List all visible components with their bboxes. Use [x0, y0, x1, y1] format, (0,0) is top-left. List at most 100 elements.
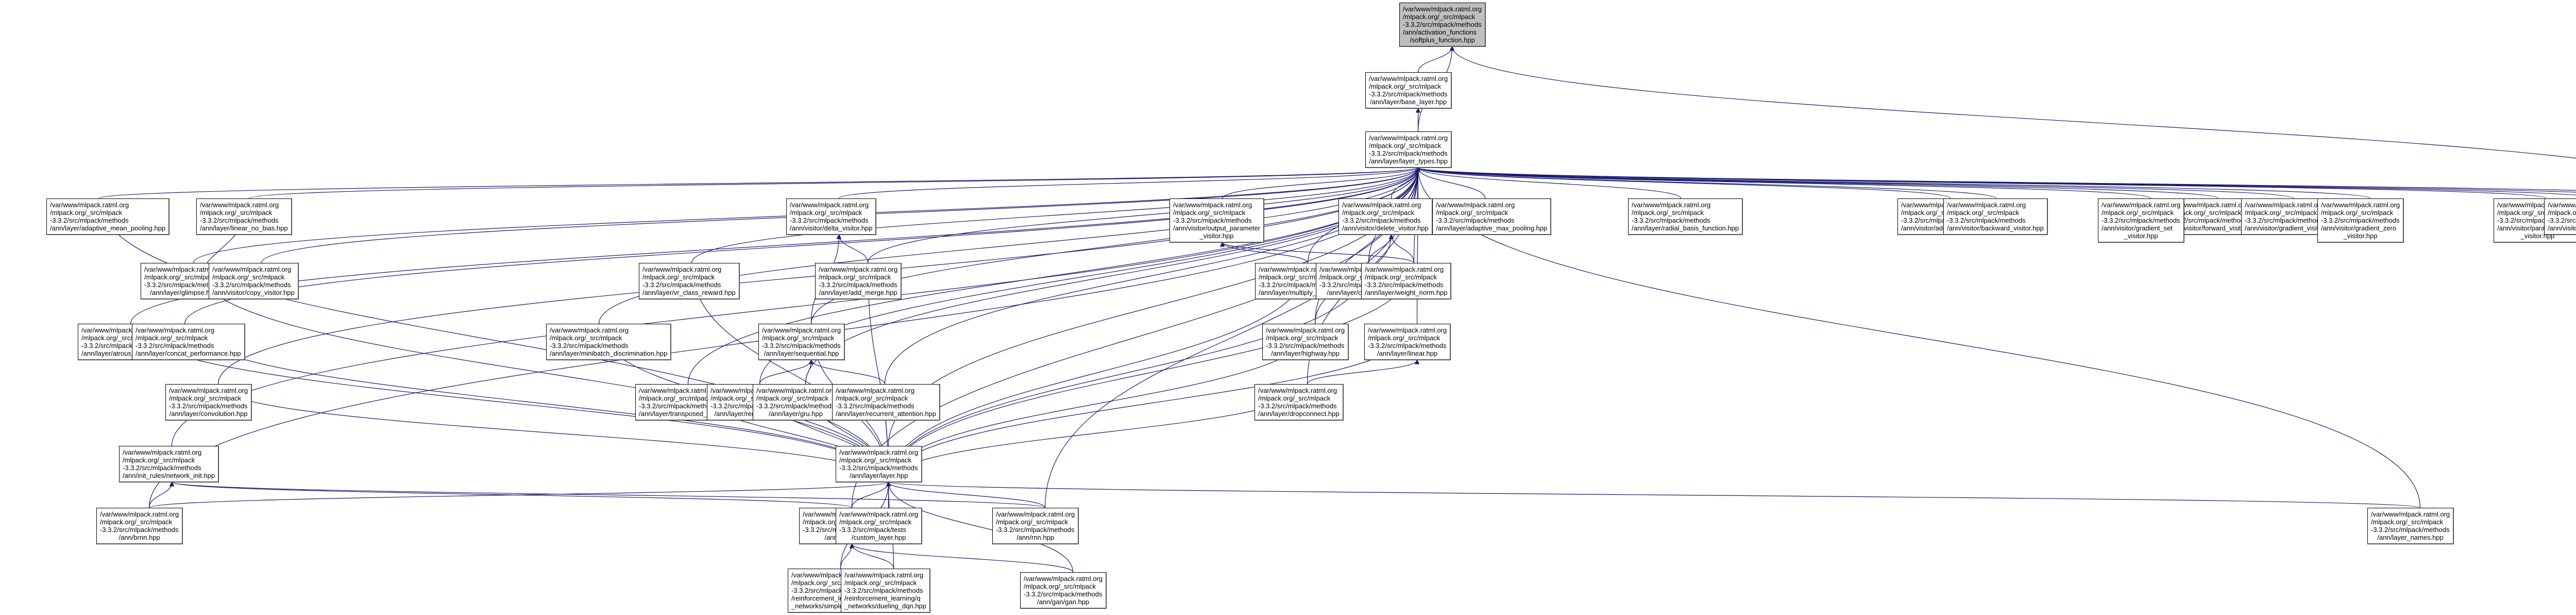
graph-node-gradient-zero-visitor[interactable]: /var/www/mlpack.ratml.org/mlpack.org/_sr… [2317, 198, 2404, 243]
node-label-line: /var/www/mlpack.ratml.org [123, 448, 202, 456]
node-label-line: -3.3.2/src/mlpack/methods [642, 281, 721, 289]
graph-node-backward-visitor[interactable]: /var/www/mlpack.ratml.org/mlpack.org/_sr… [1943, 198, 2048, 235]
node-label-line: /var/www/mlpack.ratml.org [1947, 201, 2026, 209]
node-label-line: -3.3.2/src/mlpack/methods [2371, 526, 2450, 534]
edge-add_merge-to-layer_types [867, 167, 1421, 263]
graph-node-layer-names[interactable]: /var/www/mlpack.ratml.org/mlpack.org/_sr… [2367, 508, 2454, 544]
edge-delta_visitor-to-layer_types [838, 167, 1420, 199]
node-label-line: /mlpack.org/_src/mlpack [2371, 518, 2444, 526]
graph-node-sequential[interactable]: /var/www/mlpack.ratml.org/mlpack.org/_sr… [758, 324, 845, 360]
edge-adaptive_mean_pooling-to-layer_types [98, 167, 1420, 199]
node-label-line: -3.3.2/src/mlpack/methods [2321, 217, 2400, 224]
graph-node-linear-no-bias[interactable]: /var/www/mlpack.ratml.org/mlpack.org/_sr… [196, 198, 292, 235]
graph-node-rnn[interactable]: /var/www/mlpack.ratml.org/mlpack.org/_sr… [992, 508, 1079, 544]
node-label-line: /mlpack.org/_src/mlpack [2169, 209, 2242, 217]
node-label-line: /mlpack.org/_src/mlpack [2102, 209, 2174, 217]
node-label-line: /mlpack.org/_src/mlpack [1259, 273, 1331, 281]
graph-node-highway[interactable]: /var/www/mlpack.ratml.org/mlpack.org/_sr… [1262, 324, 1349, 360]
graph-node-output-parameter-visitor[interactable]: /var/www/mlpack.ratml.org/mlpack.org/_sr… [1170, 198, 1265, 243]
node-label-line: -3.3.2/src/mlpack/methods [50, 217, 129, 224]
node-label-line: /var/www/mlpack.ratml.org [1024, 575, 1103, 583]
node-label-line: -3.3.2/src/mlpack/methods [756, 402, 835, 410]
graph-node-layer[interactable]: /var/www/mlpack.ratml.org/mlpack.org/_sr… [836, 446, 923, 483]
node-label-line: /ann/layer/radial_basis_function.hpp [1632, 224, 1739, 232]
node-label-line: -3.3.2/src/mlpack/methods [1258, 402, 1337, 410]
graph-node-convolution[interactable]: /var/www/mlpack.ratml.org/mlpack.org/_sr… [165, 384, 252, 421]
graph-node-layer-types[interactable]: /var/www/mlpack.ratml.org/mlpack.org/_sr… [1365, 131, 1452, 168]
graph-node-add-merge[interactable]: /var/www/mlpack.ratml.org/mlpack.org/_sr… [815, 263, 902, 300]
edge-weight_norm-to-delete_visitor [1388, 234, 1415, 263]
graph-node-custom-layer[interactable]: /var/www/mlpack.ratml.org/mlpack.org/_sr… [836, 508, 923, 544]
node-label-line: -3.3.2/src/mlpack/methods [762, 342, 841, 350]
graph-node-gradient-set-visitor[interactable]: /var/www/mlpack.ratml.org/mlpack.org/_sr… [2098, 198, 2185, 243]
node-label-line: /mlpack.org/_src/mlpack [1024, 583, 1096, 590]
node-label-line: /ann/visitor/delete_visitor.hpp [1342, 224, 1429, 232]
node-label-line: _networks/dueling_dqn.hpp [844, 602, 927, 610]
graph-node-base-layer[interactable]: /var/www/mlpack.ratml.org/mlpack.org/_sr… [1365, 72, 1452, 109]
node-label-line: /mlpack.org/_src/mlpack [762, 334, 835, 342]
graph-node-brnn[interactable]: /var/www/mlpack.ratml.org/mlpack.org/_sr… [96, 508, 183, 544]
node-label-line: /var/www/mlpack.ratml.org [169, 387, 248, 394]
node-label-line: /ann/visitor/output_parameter [1173, 224, 1261, 232]
node-label-line: /custom_layer.hpp [851, 534, 906, 541]
edge-network_init-to-layer_types [171, 167, 1421, 446]
graph-node-radial-basis-function[interactable]: /var/www/mlpack.ratml.org/mlpack.org/_sr… [1628, 198, 1743, 235]
edge-radial_basis_function-to-layer_types [1415, 167, 1682, 199]
node-label-line: /ann/visitor/forward_visitor.hpp [2169, 224, 2260, 232]
edge-vr_class_reward-to-layer_types [691, 167, 1421, 263]
node-label-line: /ann/layer/layer_types.hpp [1369, 157, 1448, 165]
graph-node-weight-norm[interactable]: /var/www/mlpack.ratml.org/mlpack.org/_sr… [1361, 263, 1452, 300]
graph-node-copy-visitor[interactable]: /var/www/mlpack.ratml.org/mlpack.org/_sr… [209, 263, 299, 300]
graph-node-adaptive-max-pooling[interactable]: /var/www/mlpack.ratml.org/mlpack.org/_sr… [1432, 198, 1552, 235]
graph-node-dropconnect[interactable]: /var/www/mlpack.ratml.org/mlpack.org/_sr… [1255, 384, 1344, 421]
edge-gan-to-ffn [849, 543, 1074, 573]
edge-reparametrization-to-softplus [1449, 46, 2576, 159]
graph-node-adaptive-mean-pooling[interactable]: /var/www/mlpack.ratml.org/mlpack.org/_sr… [46, 198, 170, 235]
node-label-line: _visitor.hpp [2124, 232, 2158, 240]
node-label-line: /ann/visitor/delta_visitor.hpp [790, 224, 873, 232]
node-label-line: /var/www/mlpack.ratml.org [100, 510, 179, 518]
graph-node-delete-visitor[interactable]: /var/www/mlpack.ratml.org/mlpack.org/_sr… [1338, 198, 1433, 235]
edge-recurrent_attention-to-sequential [808, 359, 886, 385]
edge-vr_class_reward-to-layer [691, 262, 891, 483]
node-label-line: /var/www/mlpack.ratml.org [2169, 201, 2248, 209]
edge-dropconnect-to-layer [886, 384, 1308, 483]
node-label-line: /ann/layer_names.hpp [2377, 534, 2444, 541]
node-label-line: /mlpack.org/_src/mlpack [996, 518, 1069, 526]
edge-highway-to-layer_types [1314, 167, 1421, 324]
graph-node-network-init[interactable]: /var/www/mlpack.ratml.org/mlpack.org/_sr… [119, 446, 219, 483]
graph-node-softplus[interactable]: /var/www/mlpack.ratml.org/mlpack.org/_sr… [1399, 3, 1486, 47]
node-label-line: -3.3.2/src/mlpack/methods [639, 402, 718, 410]
node-label-line: /ann/layer/sequential.hpp [764, 350, 839, 357]
node-label-line: /mlpack.org/_src/mlpack [50, 209, 123, 217]
node-label-line: -3.3.2/src/mlpack/methods [1024, 590, 1103, 598]
graph-node-linear[interactable]: /var/www/mlpack.ratml.org/mlpack.org/_sr… [1364, 324, 1451, 360]
edge-brnn-to-layer [148, 481, 891, 508]
edge-gru-to-sequential [805, 359, 814, 385]
node-label-line: /mlpack.org/_src/mlpack [123, 456, 195, 464]
edge-recurrent-to-sequential [759, 359, 814, 385]
graph-node-minibatch-discrimination[interactable]: /var/www/mlpack.ratml.org/mlpack.org/_sr… [546, 324, 672, 360]
node-label-line: /var/www/mlpack.ratml.org [1368, 326, 1447, 334]
graph-node-recurrent-attention[interactable]: /var/www/mlpack.ratml.org/mlpack.org/_sr… [832, 384, 941, 421]
graph-node-dueling-dqn[interactable]: /var/www/mlpack.ratml.org/mlpack.org/_sr… [841, 569, 931, 613]
node-label-line: -3.3.2/src/mlpack/methods [100, 526, 179, 534]
node-label-line: -3.3.2/src/mlpack/methods [1266, 342, 1345, 350]
node-label-line: /ann/layer/glimpse.hpp [150, 289, 217, 296]
graph-node-concat-performance[interactable]: /var/www/mlpack.ratml.org/mlpack.org/_sr… [132, 324, 245, 360]
graph-node-vr-class-reward[interactable]: /var/www/mlpack.ratml.org/mlpack.org/_sr… [639, 263, 740, 300]
node-label-line: /mlpack.org/_src/mlpack [2321, 209, 2394, 217]
graph-node-gan[interactable]: /var/www/mlpack.ratml.org/mlpack.org/_sr… [1020, 572, 1107, 609]
node-label-line: /ann/layer/base_layer.hpp [1370, 98, 1447, 106]
node-label-line: /var/www/mlpack.ratml.org [756, 387, 836, 394]
node-label-line: /var/www/mlpack.ratml.org [200, 201, 279, 209]
node-label-line: /mlpack.org/_src/mlpack [790, 209, 862, 217]
node-label-line: /mlpack.org/_src/mlpack [2548, 209, 2576, 217]
graph-node-gru[interactable]: /var/www/mlpack.ratml.org/mlpack.org/_sr… [753, 384, 840, 421]
graph-node-delta-visitor[interactable]: /var/www/mlpack.ratml.org/mlpack.org/_sr… [786, 198, 877, 235]
node-label-line: /ann/layer/adaptive_max_pooling.hpp [1436, 224, 1548, 232]
edge-parameters_set_visitor-to-layer_types [1416, 167, 2547, 199]
node-label-line: -3.3.2/src/mlpack/methods [1369, 90, 1448, 98]
graph-node-parameters-visitor[interactable]: /var/www/mlpack.ratml.org/mlpack.org/_sr… [2544, 198, 2576, 235]
